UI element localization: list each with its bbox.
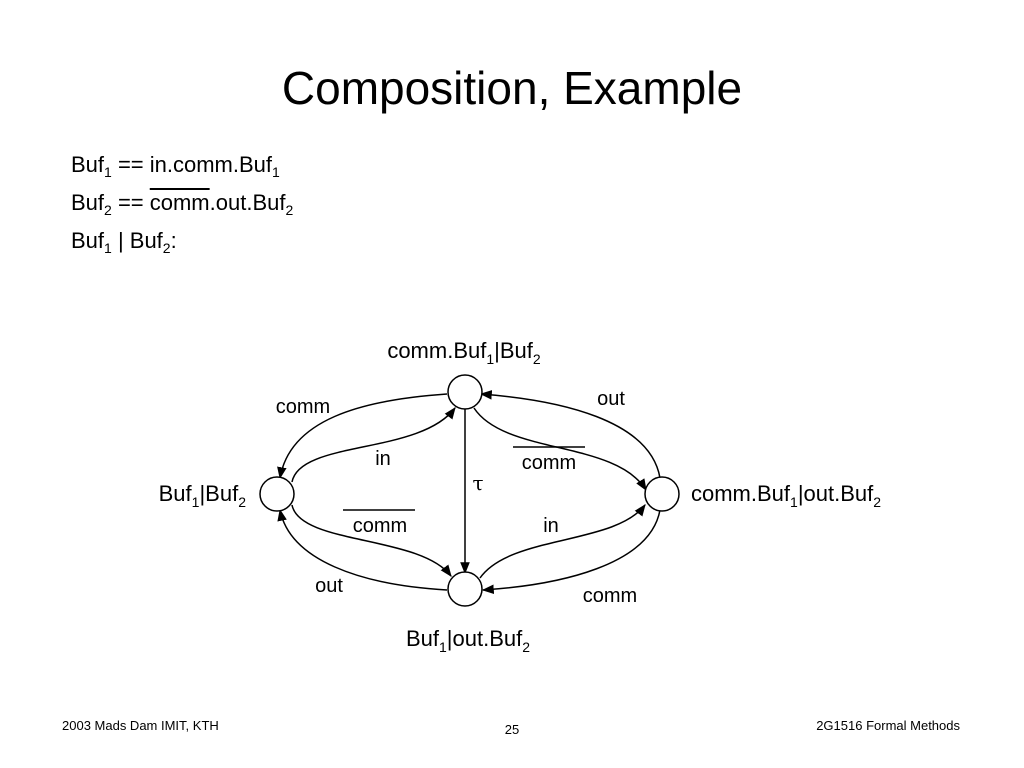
edge-label-tau: τ bbox=[472, 471, 483, 495]
edge-label-bottom-to-left: out bbox=[315, 575, 343, 597]
edge-bottom-to-right bbox=[479, 504, 646, 579]
edge-top-to-left bbox=[277, 393, 448, 480]
state-left-label: Buf1|Buf2 bbox=[159, 481, 247, 510]
comm-coaction: comm bbox=[149, 190, 210, 215]
definitions: Buf1 == in.comm.Buf1 Buf2 == comm.out.Bu… bbox=[71, 146, 293, 260]
edge-left-to-bottom bbox=[291, 504, 452, 577]
edge-label-top-to-right: comm bbox=[522, 452, 576, 474]
edge-label-left-to-bottom: comm bbox=[353, 515, 407, 537]
definition-buf2: Buf2 == comm.out.Buf2 bbox=[71, 190, 294, 218]
definition-composition: Buf1 | Buf2: bbox=[71, 228, 177, 256]
edge-right-to-bottom bbox=[481, 509, 661, 595]
slide-title: Composition, Example bbox=[281, 62, 743, 114]
state-top bbox=[447, 374, 483, 410]
edge-label-right-to-top: out bbox=[597, 388, 625, 410]
edge-right-to-top bbox=[479, 390, 661, 479]
state-top-label: comm.Buf1|Buf2 bbox=[387, 338, 541, 367]
footer-page-number: 25 bbox=[504, 722, 520, 737]
edge-label-right-to-bottom: comm bbox=[583, 585, 637, 607]
edge-top-to-right bbox=[473, 407, 647, 492]
state-bottom bbox=[447, 571, 483, 607]
state-right-label: comm.Buf1|out.Buf2 bbox=[691, 481, 881, 510]
edge-bottom-to-left bbox=[277, 508, 448, 591]
definition-buf1: Buf1 == in.comm.Buf1 bbox=[71, 152, 280, 180]
state-bottom-label: Buf1|out.Buf2 bbox=[406, 626, 530, 655]
state-left bbox=[259, 476, 295, 512]
state-right bbox=[644, 476, 680, 512]
edge-label-top-to-left: comm bbox=[276, 396, 330, 418]
edge-label-left-to-top: in bbox=[375, 448, 391, 470]
footer-author: 2003 Mads Dam IMIT, KTH bbox=[62, 718, 219, 733]
edge-left-to-top bbox=[291, 407, 456, 483]
footer-course: 2G1516 Formal Methods bbox=[816, 718, 960, 733]
edge-label-bottom-to-right: in bbox=[543, 515, 559, 537]
